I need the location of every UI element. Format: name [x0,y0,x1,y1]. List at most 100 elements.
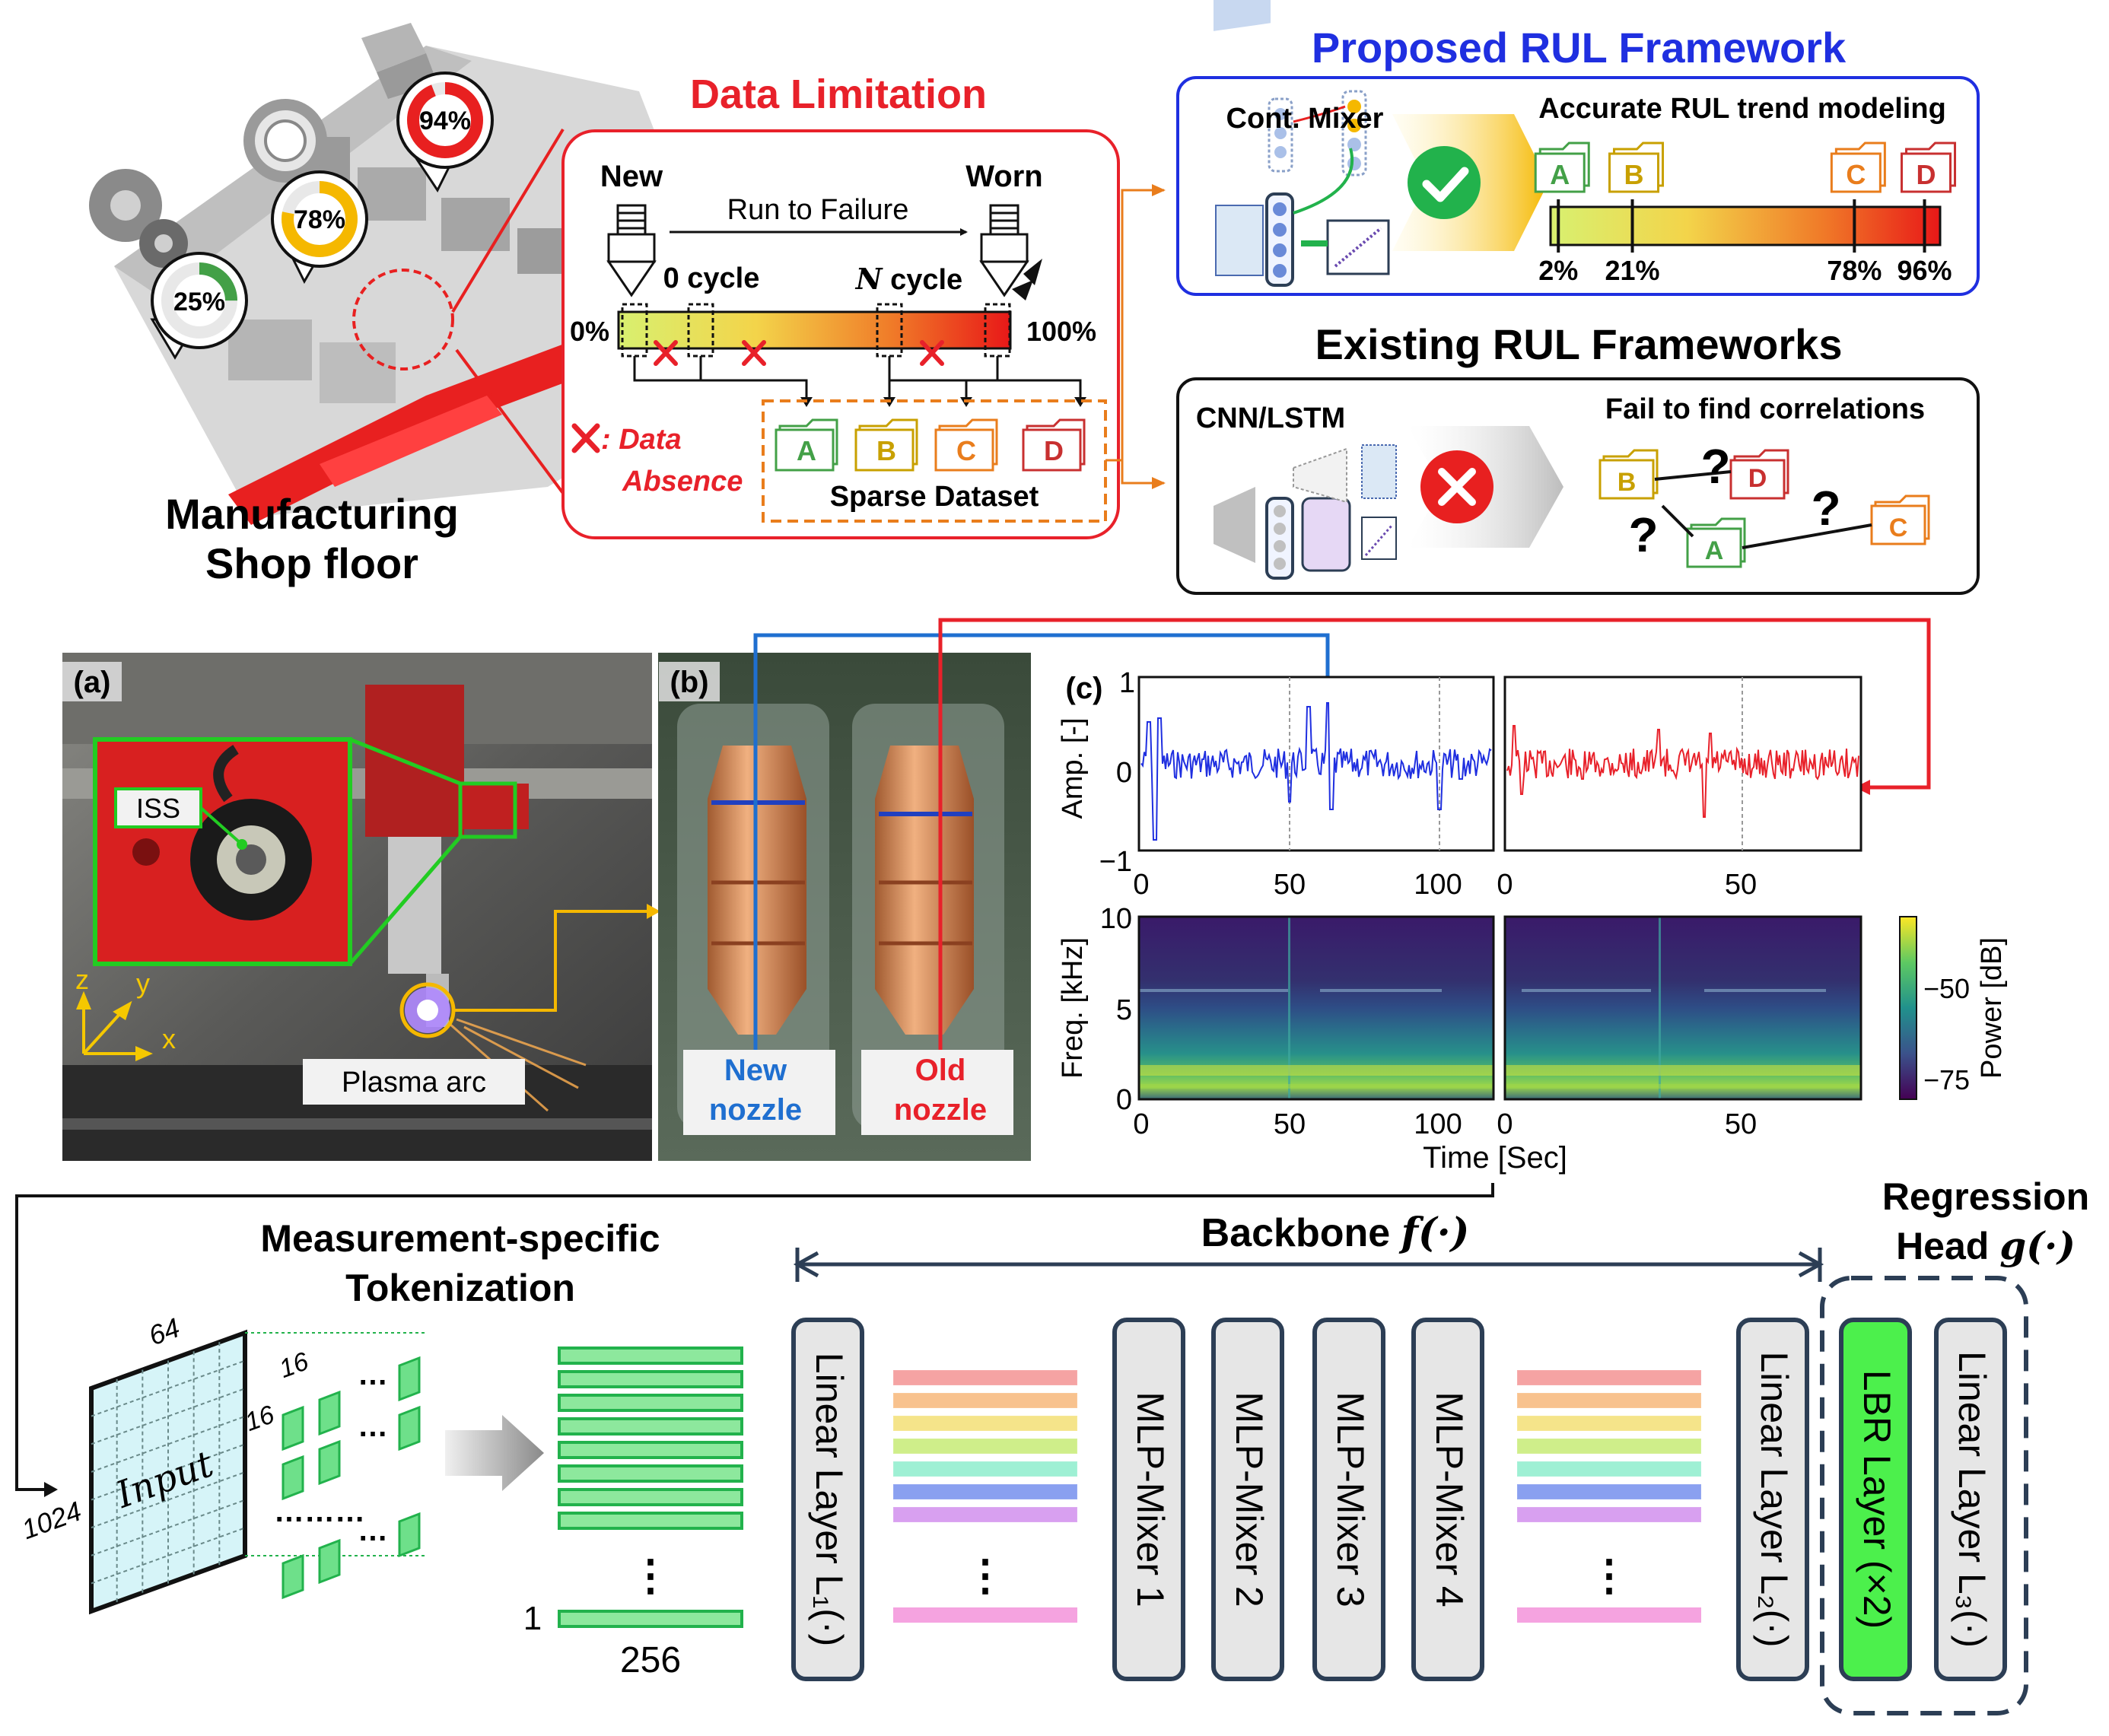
absence-legend-cross-icon [571,423,600,453]
gauge-78: 78% [271,170,368,285]
gauge-25-label: 25% [173,288,225,316]
feature-bar [1517,1461,1701,1477]
feature-bar [893,1439,1077,1454]
axis-x: x [162,1023,176,1054]
pct-start-label: 0% [570,316,609,347]
callout-line-top [451,128,565,313]
trend-folder-label-3: D [1917,159,1936,190]
zoom-circle [352,269,454,370]
existing-title: Existing RUL Frameworks [1315,320,1843,368]
layer-box-1 [1112,1318,1185,1681]
signal-to-input-connector [15,1183,1494,1491]
spec-xtick-50-right: 50 [1725,1108,1757,1140]
backbone-symbol: f(·) [1398,1210,1470,1256]
plasma-arc-label: Plasma arc [342,1067,486,1099]
trend-folder-2 [1830,152,1882,193]
absence-cross-icons [654,340,944,366]
check-mark [1422,167,1469,202]
layer-box-3 [1312,1318,1385,1681]
rul-progress-bar [617,310,1012,350]
token-bar [558,1488,743,1506]
run-to-failure-label: Run to Failure [727,194,909,226]
token-bar [558,1417,743,1436]
axis-z: z [75,964,89,995]
n-cycle-label: N cycle [855,262,962,296]
token-patches [245,1332,426,1600]
input-grid: Input [89,1329,247,1615]
token-bar-last [558,1610,743,1628]
token-bar [558,1464,743,1483]
feature-bar [1517,1484,1701,1499]
data-absence-line1: : Data [601,424,682,456]
old-link-arrowhead [1855,780,1870,795]
head-symbol: g(·) [1999,1223,2076,1268]
freq-ytick-5: 5 [1116,994,1132,1026]
zero-cycle-label: 0 cycle [663,262,760,294]
spectrogram-new [1137,915,1495,1101]
old-nozzle-line2: nozzle [894,1093,987,1127]
sparse-folders: A B C D [775,418,1086,472]
amp-xtick-100: 100 [1414,869,1462,901]
layer-label-2: MLP-Mixer 2 [1228,1391,1271,1607]
new-nozzle-line1: New [724,1054,787,1087]
feature-bar [893,1461,1077,1477]
layer-label-0: Linear Layer L₁(·) [808,1353,851,1646]
sparse-folder-a: A [797,435,816,466]
feature-bar [1517,1416,1701,1431]
trend-folder-1 [1608,152,1660,193]
feature-bar [1517,1370,1701,1385]
token-stack [558,1347,743,1628]
n-symbol: N [855,262,883,296]
feature-bar [893,1370,1077,1385]
regression-head-box [1820,1276,2028,1715]
data-absence-line2: Absence [622,466,743,498]
old-nozzle-line1: Old [915,1054,966,1087]
label-a-bg [62,662,122,701]
iss-pointer-dot [237,839,247,850]
trend-markers: 2%A21%B78%C96%D [1534,141,1957,286]
head-title-line2: Head g(·) [1896,1223,2076,1268]
layer-label-3: MLP-Mixer 3 [1329,1391,1372,1607]
patch-ellipsis-4: … [358,1514,388,1547]
feature-bar [893,1393,1077,1408]
existing-folder-b: B [1618,468,1637,497]
shop-floor-title-line1: Manufacturing [165,490,459,538]
tokenization-title-line1: Measurement-specific [260,1217,660,1260]
feature-bars-left [893,1370,1077,1623]
bearing-icon [243,99,327,183]
sparse-folder-b: B [876,435,896,466]
layer-label-7: Linear Layer L₃(·) [1951,1351,1993,1648]
existing-folder-a: A [1705,536,1724,565]
amp-ytick-neg1: −1 [1099,846,1132,878]
worn-nozzle-icon [979,204,1042,300]
sparse-folder-c: C [956,435,976,466]
plasma-arc-box [303,1059,525,1105]
worn-label: Worn [965,160,1042,193]
existing-folder-c: C [1889,513,1908,542]
new-nozzle-line2: nozzle [709,1093,802,1127]
trend-pct-0: 2% [1538,255,1578,286]
feature-bar [1517,1507,1701,1522]
amp-ytick-0: 0 [1116,757,1132,789]
new-nozzle-signal-link [753,633,1330,1050]
trend-pct-1: 21% [1605,255,1659,286]
trend-pct-3: 96% [1897,255,1952,286]
freq-ytick-0: 0 [1116,1084,1132,1116]
iss-pointer [199,806,243,846]
token-bar [558,1394,743,1412]
axis-triad [76,990,153,1062]
layer-label-4: MLP-Mixer 4 [1428,1391,1471,1607]
gear-icon [89,169,188,268]
question-3: ? [1628,507,1658,562]
arc-to-nozzle-arrow [453,910,654,1012]
feat-ellipsis-right: ⋮ [1588,1551,1630,1599]
amp-xtick-0-right: 0 [1497,869,1513,901]
freq-ylabel: Freq. [kHz] [1057,937,1089,1079]
trend-folder-label-1: B [1624,159,1644,190]
layer-label-5: Linear Layer L₂(·) [1753,1351,1796,1647]
feature-bar [893,1416,1077,1431]
token-ellipsis: ⋮ [629,1551,672,1599]
layer-label-6: LBR Layer (×2) [1856,1370,1898,1629]
